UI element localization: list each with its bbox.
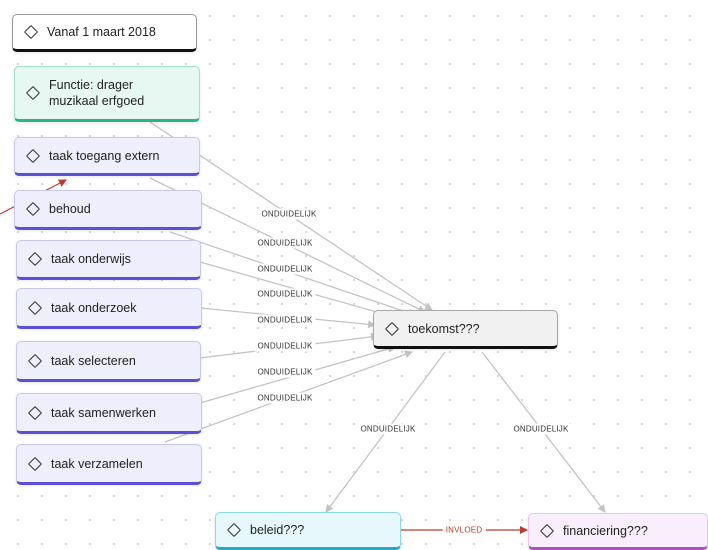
node-label: taak onderwijs — [51, 252, 131, 266]
node-label: taak selecteren — [51, 353, 136, 368]
node-label: taak toegang extern — [49, 148, 160, 163]
edge-label-onduidelijk: ONDUIDELIJK — [510, 423, 572, 435]
edge-label-onduidelijk: ONDUIDELIJK — [254, 392, 316, 404]
node-label-line2: muzikaal erfgoed — [49, 94, 145, 108]
edge-label-invloed: INVLOED — [442, 524, 486, 536]
edge-label-onduidelijk: ONDUIDELIJK — [254, 288, 316, 300]
edge-label-onduidelijk: ONDUIDELIJK — [254, 314, 316, 326]
edge-label-onduidelijk: ONDUIDELIJK — [254, 366, 316, 378]
diamond-icon — [384, 321, 400, 336]
node-samenwerken[interactable]: taak samenwerken — [16, 393, 202, 434]
edge-label-onduidelijk: ONDUIDELIJK — [254, 263, 316, 275]
edge-label-onduidelijk: ONDUIDELIJK — [254, 237, 316, 249]
diamond-icon — [27, 300, 43, 315]
node-functie[interactable]: Functie: drager muzikaal erfgoed — [14, 66, 200, 122]
diamond-icon — [25, 201, 41, 217]
node-vanaf[interactable]: Vanaf 1 maart 2018 — [12, 14, 197, 52]
diamond-icon — [27, 456, 43, 471]
node-onderwijs[interactable]: taak onderwijs — [16, 240, 201, 280]
node-label: taak onderzoek — [51, 300, 137, 315]
node-verzamelen[interactable]: taak verzamelen — [16, 444, 202, 485]
node-toegang[interactable]: taak toegang extern — [14, 137, 200, 176]
node-label: taak samenwerken — [51, 405, 156, 420]
diamond-icon — [23, 24, 39, 40]
diamond-icon — [226, 522, 242, 538]
node-label: financiering??? — [563, 523, 648, 538]
node-label: Vanaf 1 maart 2018 — [47, 25, 156, 39]
edge-label-onduidelijk: ONDUIDELIJK — [258, 208, 320, 220]
node-label: Functie: drager muzikaal erfgoed — [49, 77, 144, 109]
diamond-icon — [25, 148, 41, 163]
edge-label-onduidelijk: ONDUIDELIJK — [357, 423, 419, 435]
node-label-line1: Functie: drager — [49, 78, 134, 92]
diamond-icon — [27, 251, 43, 267]
node-label: toekomst??? — [408, 321, 480, 336]
node-label: beleid??? — [250, 523, 305, 537]
node-label: taak verzamelen — [51, 456, 143, 471]
node-toekomst[interactable]: toekomst??? — [373, 310, 558, 349]
node-label: behoud — [49, 202, 91, 216]
diamond-icon — [539, 523, 555, 538]
node-financiering[interactable]: financiering??? — [528, 513, 708, 550]
node-selecteren[interactable]: taak selecteren — [16, 341, 201, 382]
node-behoud[interactable]: behoud — [14, 190, 202, 230]
diamond-icon — [27, 353, 43, 368]
edge-label-onduidelijk: ONDUIDELIJK — [254, 340, 316, 352]
node-beleid[interactable]: beleid??? — [215, 512, 401, 550]
node-onderzoek[interactable]: taak onderzoek — [16, 288, 202, 329]
diamond-icon — [25, 85, 41, 101]
diamond-icon — [27, 405, 43, 420]
